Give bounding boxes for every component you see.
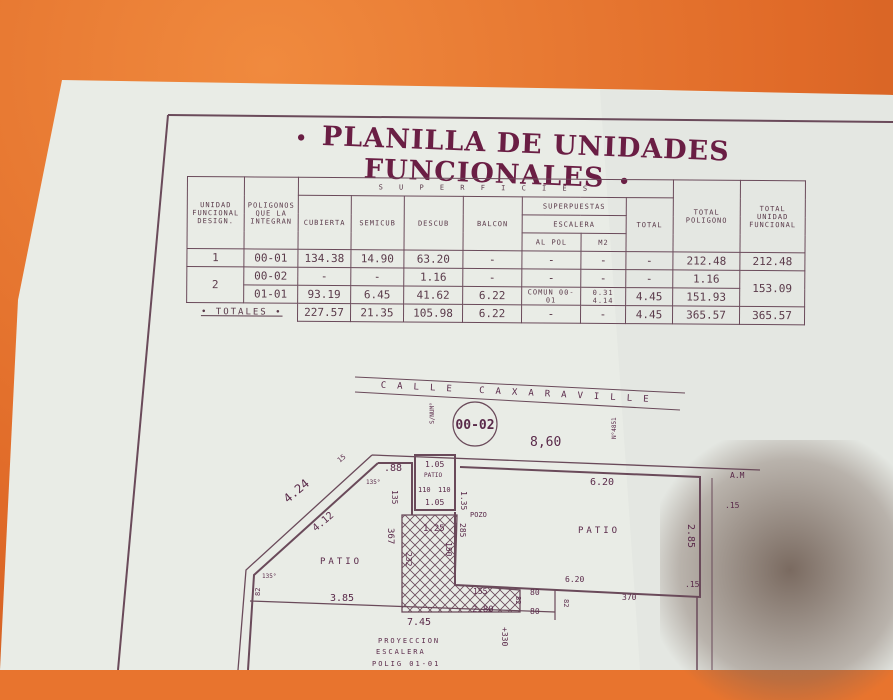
dim-label: 1.25 <box>423 524 445 534</box>
dim-label: 2.80 <box>472 605 494 615</box>
am-label: A.M <box>730 471 745 480</box>
dim-label: 370 <box>622 593 637 602</box>
dim-label: 110 <box>438 486 451 494</box>
dim-label: 82 <box>514 596 522 604</box>
room-label: PATIO <box>578 526 620 536</box>
projection-label: POLIG 01-01 <box>372 660 440 668</box>
dim-label: 3.85 <box>330 593 354 604</box>
dim-label: 7.45 <box>407 617 431 628</box>
dim-label: 2.85 <box>685 524 696 548</box>
angle-label: 135° <box>262 573 276 580</box>
dim-label: 155 <box>473 587 488 596</box>
dim-label: 80 <box>530 588 540 597</box>
pozo-label: POZO <box>470 511 487 519</box>
dim-label: 285 <box>458 523 467 538</box>
room-label: PATIO <box>320 557 362 567</box>
polygon-tag-circle <box>452 401 498 447</box>
dim-label: .15 <box>725 501 740 510</box>
dim-label: 367 <box>385 528 395 544</box>
dim-label: 82 <box>254 588 262 596</box>
dim-label: 15 <box>336 453 348 465</box>
angle-label: 135° <box>366 479 380 486</box>
dim-label: 110 <box>418 486 431 494</box>
dim-label: 150 <box>444 542 453 557</box>
dim-label: 82 <box>562 599 570 607</box>
dim-label: 4.24 <box>281 476 312 505</box>
dim-label: 1.35 <box>459 491 468 510</box>
dim-label: 80 <box>530 607 540 616</box>
dim-label: .88 <box>384 463 402 474</box>
dim-label: +330 <box>500 627 509 646</box>
street-number-label: S/NUM° <box>429 402 436 424</box>
floor-plan: 00-02 CALLE CAXARAVILLE 8,60 4.24 4.12 .… <box>237 376 761 670</box>
dim-label: 6.20 <box>590 477 614 488</box>
projection-label: ESCALERA <box>376 648 426 656</box>
projection-label: PROYECCION <box>378 637 440 645</box>
dim-label: 6.20 <box>565 575 584 584</box>
room-label: PATIO <box>424 472 442 479</box>
dim-label: 1.05 <box>425 498 444 507</box>
dim-label: 4.12 <box>311 510 337 534</box>
dim-label: 232 <box>404 552 413 567</box>
street-number-label: N°4851 <box>611 417 618 439</box>
dim-label: .15 <box>685 580 700 589</box>
dim-label: 135 <box>390 490 399 505</box>
polygon-tag: 00-02 <box>455 418 494 433</box>
dim-label: 8,60 <box>530 435 561 450</box>
dim-label: 1.05 <box>425 460 444 469</box>
